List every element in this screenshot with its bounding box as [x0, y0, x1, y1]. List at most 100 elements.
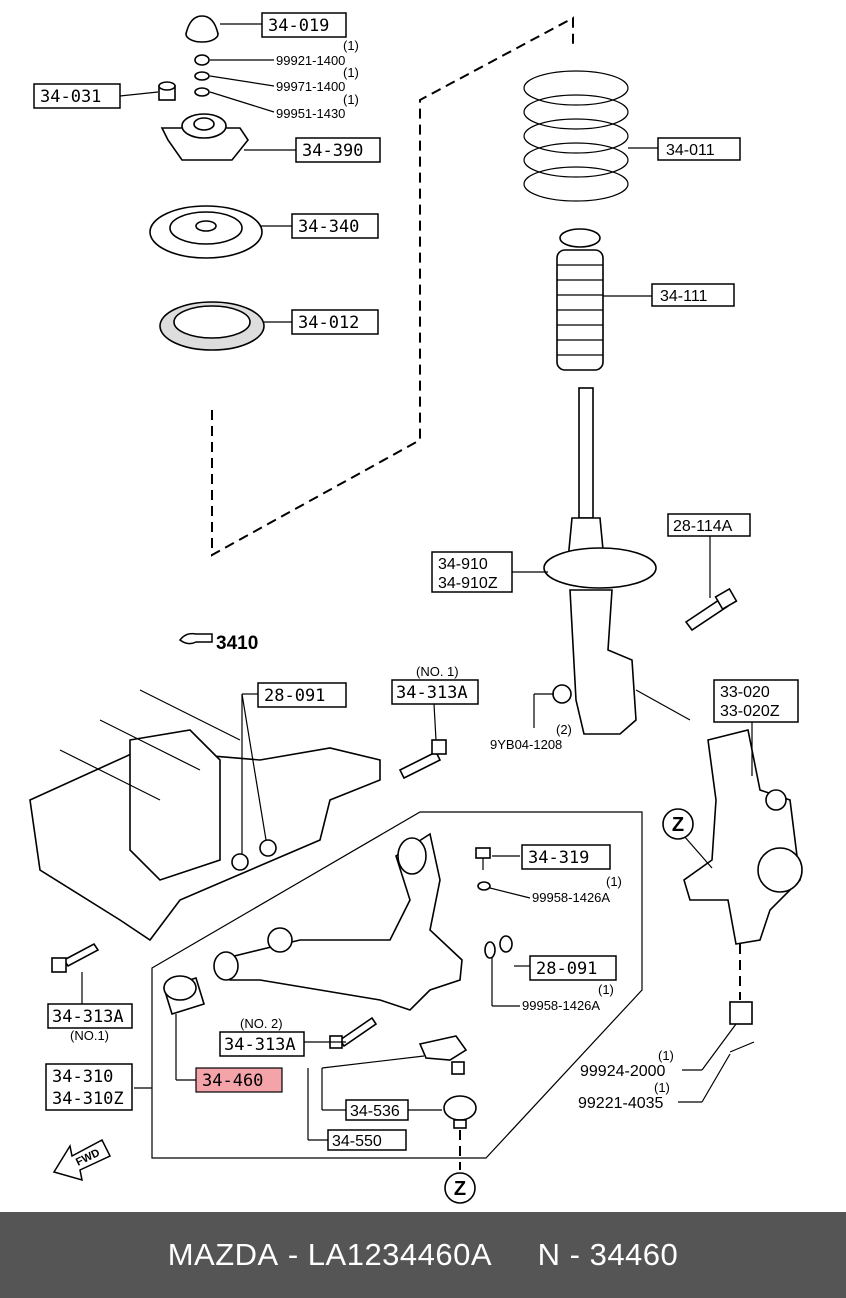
washer-99958-b [484, 941, 496, 959]
label-box-34-310 [45, 1063, 133, 1111]
label-box-34-319 [521, 844, 611, 870]
bolt-34-319 [475, 847, 491, 870]
footer-brand: MAZDA [167, 1237, 279, 1272]
exploded-parts-diagram: 34-019 (1) 99921-1400 (1) 99971-1400 (1)… [29, 12, 803, 1204]
qty-label: (1) [343, 92, 359, 107]
strut-34-910 [543, 387, 657, 735]
lower-arm-34-310 [213, 832, 463, 1011]
z-marker-label: Z [672, 814, 684, 836]
label-28-091-a: 28-091 [264, 686, 325, 706]
label-box-34-460-highlighted[interactable] [195, 1067, 283, 1093]
washer-99971 [194, 71, 210, 81]
label-33-020z: 33-020Z [720, 703, 780, 720]
label-box-28-091-b [529, 955, 617, 981]
seat-34-012 [159, 301, 265, 351]
washer-99951 [194, 87, 210, 97]
qty-label: (1) [654, 1080, 670, 1095]
label-34-910: 34-910 [438, 556, 488, 573]
bolt-34-313a-mid [329, 1016, 378, 1049]
label-box-33-020 [713, 679, 799, 723]
mount-34-390 [160, 113, 249, 161]
label-34-390: 34-390 [302, 141, 363, 161]
z-reference-marker: Z [662, 808, 694, 840]
qty-label: (1) [658, 1048, 674, 1063]
qty-note-no2: (NO. 2) [240, 1016, 283, 1031]
label-34-536: 34-536 [350, 1103, 400, 1120]
label-34-313a-left: 34-313A [52, 1007, 124, 1027]
z-marker-label: Z [454, 1178, 466, 1200]
label-box-34-390 [295, 137, 381, 163]
pointing-hand-icon [178, 632, 213, 645]
label-box-34-019 [261, 12, 347, 38]
knuckle-33-020 [683, 729, 803, 945]
label-box-34-340 [291, 213, 379, 239]
qty-label: (1) [343, 65, 359, 80]
label-box-34-313a-left [47, 1003, 133, 1029]
qty-label: (1) [598, 982, 614, 997]
label-34-910z: 34-910Z [438, 575, 498, 592]
label-box-34-313a-mid [219, 1031, 305, 1057]
label-34-319: 34-319 [528, 848, 589, 868]
label-99924-2000: 99924-2000 [580, 1063, 666, 1080]
section-ref-label: 3410 [216, 633, 258, 654]
footer-gap [492, 1237, 538, 1273]
coil-spring-34-011 [523, 70, 629, 202]
label-99951-1430: 99951-1430 [276, 106, 345, 121]
label-34-313a-top: 34-313A [396, 683, 468, 703]
nut-28-091-b [499, 935, 513, 953]
footer-part-number: LA1234460A [307, 1237, 493, 1272]
label-34-031: 34-031 [40, 87, 101, 107]
label-box-34-012 [291, 309, 379, 335]
label-9yb04-1208: 9YB04-1208 [490, 737, 562, 752]
label-box-34-111 [651, 283, 735, 307]
leader-lines [81, 23, 753, 1141]
qty-note-no1: (NO.1) [70, 1028, 109, 1043]
dust-boot-34-111 [556, 228, 604, 371]
label-34-011: 34-011 [666, 142, 715, 159]
label-99958-1426a-a: 99958-1426A [532, 890, 610, 905]
label-box-34-011 [657, 137, 741, 161]
forward-arrow-icon [52, 1138, 112, 1182]
forward-direction-arrow: FWD [52, 1138, 112, 1182]
qty-label: (1) [343, 38, 359, 53]
label-34-019: 34-019 [268, 16, 329, 36]
top-cap-34-019 [185, 15, 219, 43]
footer-separator: - [278, 1237, 308, 1272]
bolt-34-313a-top [398, 739, 447, 780]
label-34-550: 34-550 [332, 1133, 382, 1150]
qty-label: (2) [556, 722, 572, 737]
label-99921-1400: 99921-1400 [276, 53, 345, 68]
label-99971-1400: 99971-1400 [276, 79, 345, 94]
crossmember [29, 689, 381, 942]
bolt-34-313a-left [51, 942, 100, 973]
label-99221-4035: 99221-4035 [578, 1095, 664, 1112]
label-28-091-b: 28-091 [536, 959, 597, 979]
washer-99958-a [477, 881, 491, 891]
z-reference-marker: Z [444, 1172, 476, 1204]
cotter-pin-99221 [729, 1041, 755, 1053]
label-33-020: 33-020 [720, 684, 770, 701]
label-99958-1426a-b: 99958-1426A [522, 998, 600, 1013]
label-box-28-114a [667, 513, 751, 537]
strut-boundary-dashed [211, 16, 574, 557]
bearing-34-340 [149, 205, 263, 259]
qty-note-no1: (NO. 1) [416, 664, 459, 679]
ball-joint-34-536 [443, 1095, 477, 1129]
label-34-460: 34-460 [202, 1071, 263, 1091]
castle-nut-99924 [729, 1001, 753, 1025]
bushing-34-460 [163, 975, 205, 1016]
bolt-28-114a [684, 587, 738, 632]
arm-assembly-outline [151, 811, 643, 1159]
label-34-012: 34-012 [298, 313, 359, 333]
label-34-111: 34-111 [660, 288, 708, 305]
label-box-34-550 [327, 1129, 407, 1151]
label-box-34-313a-top [391, 679, 479, 705]
section-ref-3410[interactable]: 3410 [178, 632, 258, 654]
part-number-footer: MAZDA - LA1234460A N - 34460 [0, 1212, 846, 1298]
footer-catalog-ref: N - 34460 [537, 1237, 679, 1272]
label-34-340: 34-340 [298, 217, 359, 237]
nut-99921 [194, 54, 210, 66]
label-34-313a-mid: 34-313A [224, 1035, 296, 1055]
label-box-34-536 [345, 1099, 409, 1121]
label-box-34-031 [33, 83, 121, 109]
